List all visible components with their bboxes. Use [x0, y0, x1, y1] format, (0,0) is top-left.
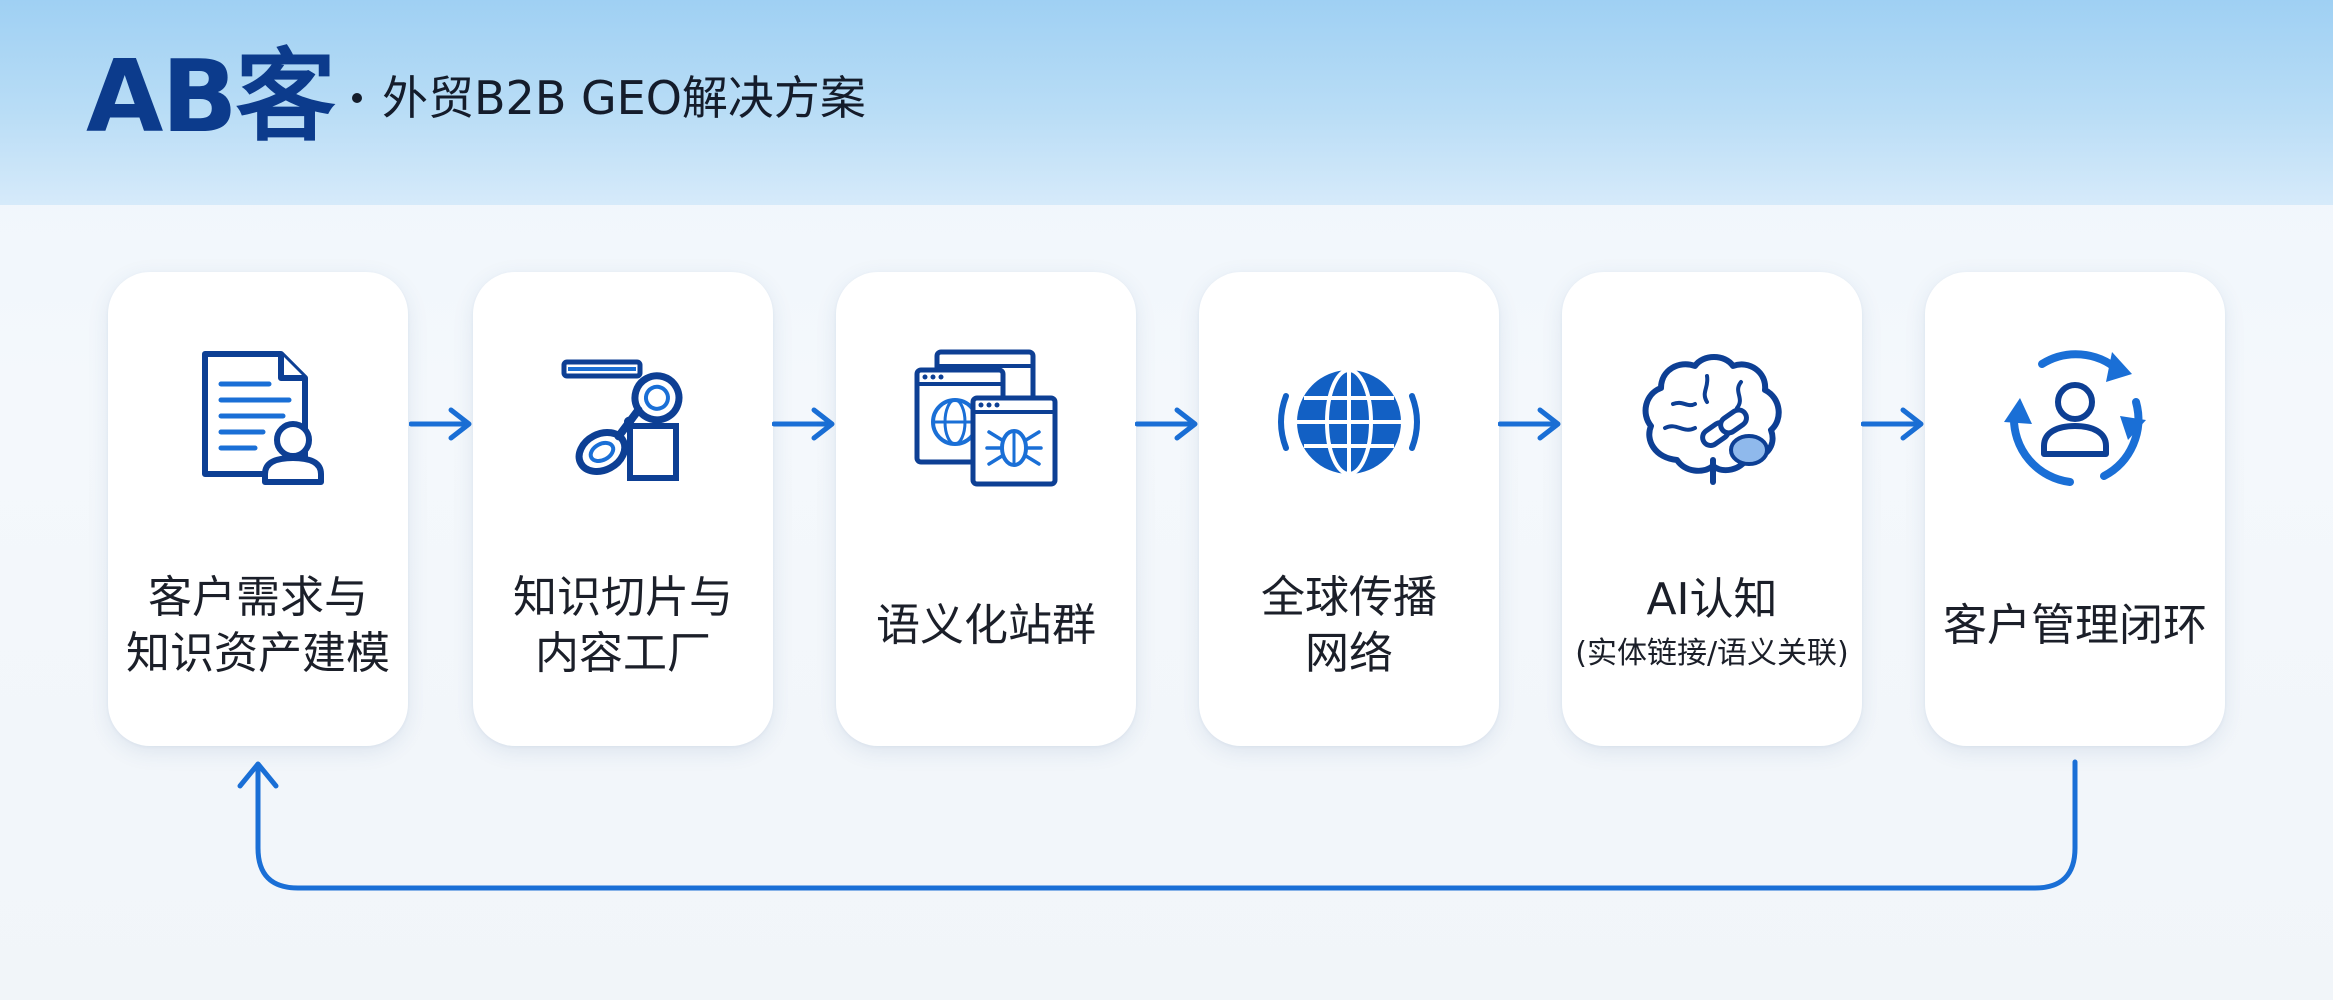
- step-label-line: 全球传播: [1261, 572, 1437, 623]
- bullet-dot: [352, 92, 362, 103]
- right-arrow-icon: [409, 407, 472, 441]
- step-label-line: 网络: [1305, 628, 1393, 679]
- step-label-line: 内容工厂: [535, 628, 711, 679]
- header-banner: AB客 外贸B2B GEO解决方案: [0, 0, 2333, 205]
- page-title: 外贸B2B GEO解决方案: [352, 68, 866, 128]
- step-label: AI认知: [1570, 572, 1854, 628]
- website-cluster-icon: [914, 349, 1058, 487]
- step-label: 全球传播 网络: [1207, 570, 1491, 682]
- right-arrow-icon: [1135, 407, 1198, 441]
- step-label: 语义化站群: [844, 598, 1128, 654]
- right-arrow-icon: [1861, 407, 1924, 441]
- right-arrow-icon: [772, 407, 835, 441]
- tagline-text: 外贸B2B GEO解决方案: [382, 71, 866, 125]
- step-card-global-network: 全球传播 网络: [1199, 272, 1499, 746]
- document-person-icon: [202, 351, 324, 485]
- step-card-semantic-sites: 语义化站群: [836, 272, 1136, 746]
- brand-logo: AB客: [86, 38, 336, 155]
- step-sublabel: (实体链接/语义关联): [1575, 636, 1849, 671]
- cycle-person-icon: [2004, 350, 2146, 486]
- step-label: 知识切片与 内容工厂: [481, 570, 765, 682]
- step-card-requirements-modeling: 客户需求与 知识资产建模: [108, 272, 408, 746]
- brain-link-icon: [1642, 354, 1782, 485]
- step-card-ai-cognition: AI认知 (实体链接/语义关联): [1562, 272, 1862, 746]
- step-label-line: 语义化站群: [876, 600, 1096, 651]
- broadcast-globe-icon: [1278, 368, 1420, 476]
- step-label-line: 知识切片与: [513, 572, 733, 623]
- step-label: 客户需求与 知识资产建模: [116, 570, 400, 682]
- step-card-content-factory: 知识切片与 内容工厂: [473, 272, 773, 746]
- step-label: 客户管理闭环: [1933, 598, 2217, 654]
- step-card-customer-loop: 客户管理闭环: [1925, 272, 2225, 746]
- step-label-line: AI认知: [1646, 574, 1778, 625]
- scissors-icon: [561, 359, 683, 481]
- step-label-line: 知识资产建模: [126, 628, 390, 679]
- right-arrow-icon: [1498, 407, 1561, 441]
- step-label-line: 客户管理闭环: [1943, 600, 2207, 651]
- step-label-line: 客户需求与: [148, 572, 368, 623]
